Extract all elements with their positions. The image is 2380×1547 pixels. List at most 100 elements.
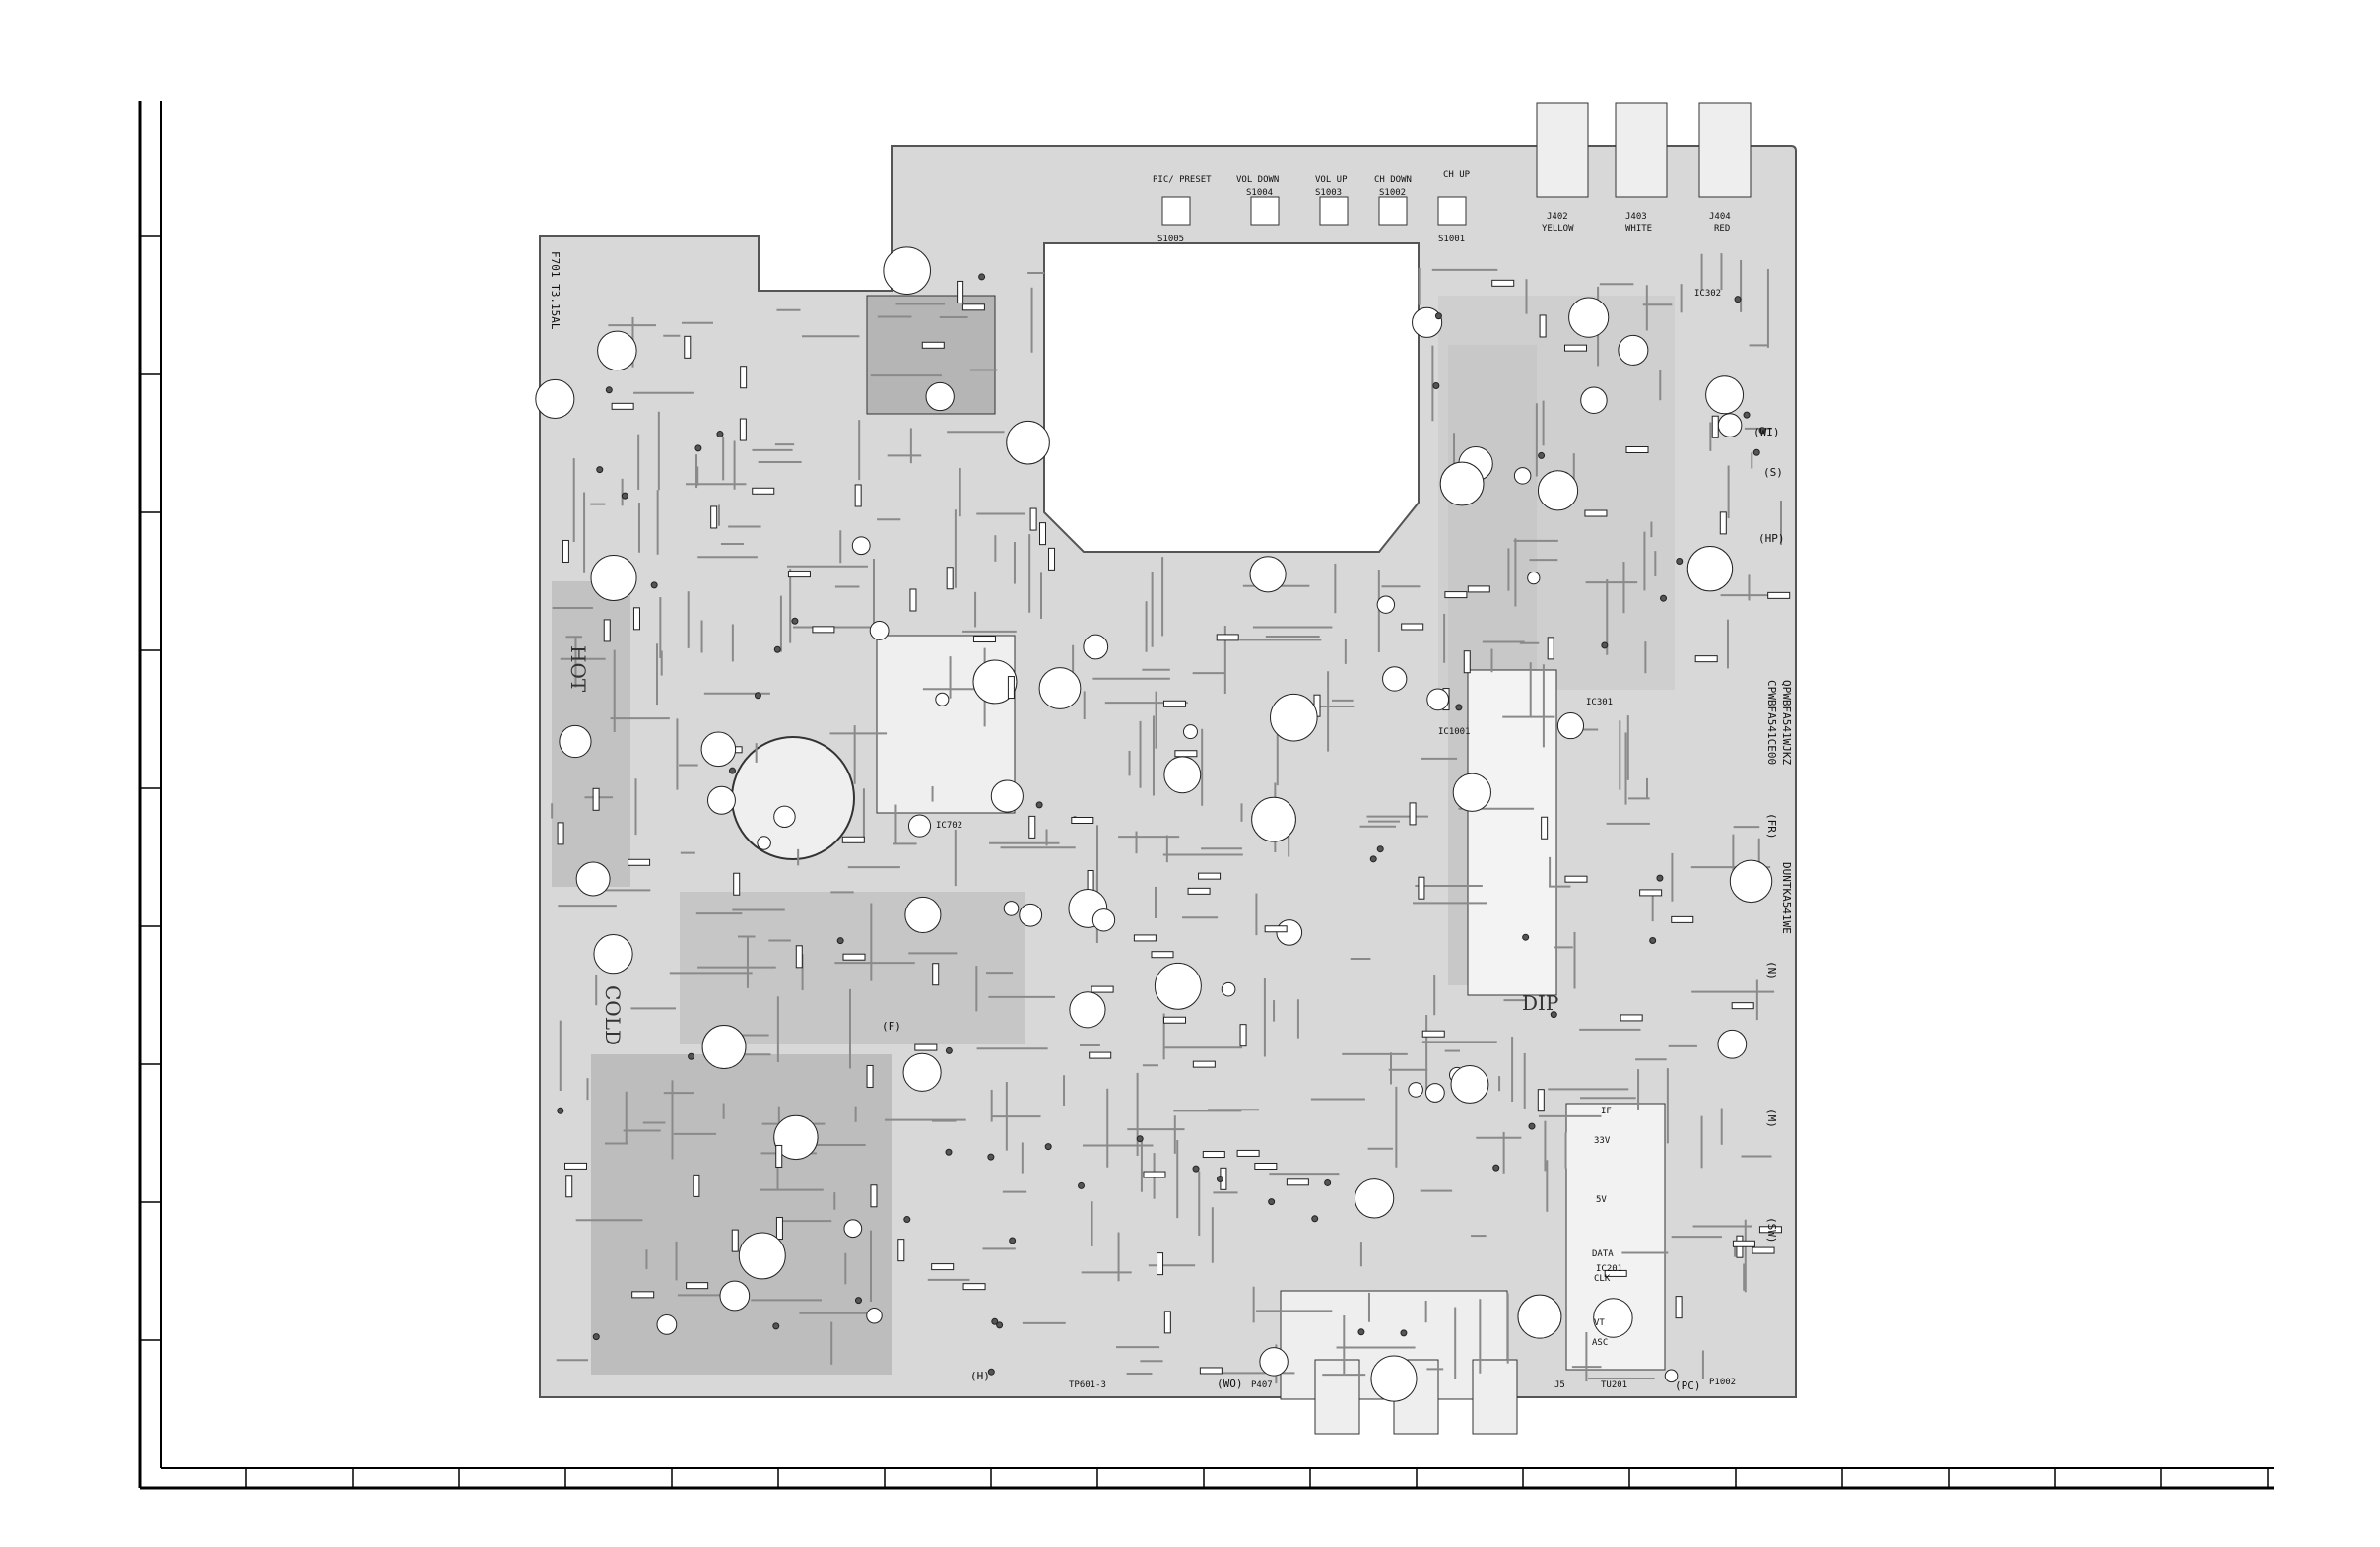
resistor xyxy=(1537,1089,1545,1112)
resistor xyxy=(1767,591,1791,599)
solder-pad xyxy=(1268,1198,1276,1206)
solder-pad xyxy=(945,1046,953,1054)
capacitor xyxy=(1154,962,1202,1010)
capacitor xyxy=(1354,1178,1395,1219)
resistor xyxy=(775,1217,783,1241)
capacitor xyxy=(1069,991,1106,1029)
solder-pad xyxy=(1734,296,1742,303)
resistor xyxy=(565,1175,573,1198)
label-s1003: S1003 xyxy=(1315,188,1342,198)
label-h: (H) xyxy=(970,1370,990,1382)
capacitor xyxy=(1221,981,1236,997)
capacitor xyxy=(883,246,931,295)
solder-pad xyxy=(1376,845,1384,853)
resistor xyxy=(841,836,865,843)
code-duntka: DUNTKA541WE xyxy=(1780,862,1793,934)
solder-pad xyxy=(1400,1329,1408,1337)
capacitor xyxy=(757,836,771,850)
capacitor xyxy=(590,554,637,601)
solder-pad xyxy=(1009,1237,1017,1244)
solder-pad xyxy=(1492,1164,1500,1172)
resistor xyxy=(1694,655,1718,663)
label-wo: (WO) xyxy=(1217,1378,1243,1390)
tuner-pin-clk: CLK xyxy=(1594,1274,1611,1284)
solder-pad xyxy=(903,1216,911,1224)
solder-pad xyxy=(978,273,986,281)
resistor xyxy=(1007,676,1015,700)
resistor xyxy=(1625,445,1649,453)
resistor xyxy=(1409,802,1417,826)
label-dip: DIP xyxy=(1522,991,1558,1015)
resistor xyxy=(870,1184,878,1208)
solder-pad xyxy=(1078,1181,1086,1189)
resistor xyxy=(1675,1296,1683,1319)
solder-pad xyxy=(1743,411,1751,419)
label-n: (N) xyxy=(1765,961,1778,980)
capacitor xyxy=(925,381,955,412)
label-vol-up: VOL UP xyxy=(1315,175,1348,185)
resistor xyxy=(1286,1178,1309,1186)
resistor xyxy=(795,945,803,969)
solder-pad xyxy=(1432,381,1440,389)
solder-pad xyxy=(688,1052,695,1060)
label-fr: (FR) xyxy=(1765,813,1778,840)
capacitor xyxy=(575,861,611,897)
capacitor xyxy=(559,724,592,759)
tuner-pin-if: IF xyxy=(1601,1107,1612,1116)
resistor xyxy=(733,872,741,896)
label-ic301: IC301 xyxy=(1586,698,1613,707)
resistor xyxy=(1604,1269,1627,1277)
solder-pad xyxy=(1550,1011,1557,1019)
label-white: WHITE xyxy=(1625,224,1652,234)
solder-pad xyxy=(987,1368,995,1376)
capacitor xyxy=(1019,903,1043,927)
board-labels: PIC/ PRESET VOL DOWN VOL UP CH DOWN CH U… xyxy=(549,170,1793,1392)
resistor xyxy=(1731,1002,1754,1010)
resistor xyxy=(962,1283,986,1291)
resistor xyxy=(1639,889,1663,897)
resistor xyxy=(842,953,866,961)
capacitor xyxy=(866,1308,883,1324)
resistor xyxy=(921,341,945,349)
resistor xyxy=(632,607,640,631)
capacitor xyxy=(700,731,737,768)
capacitor xyxy=(972,659,1018,705)
label-fuse: F701 T3.15AL xyxy=(549,251,562,330)
label-pc: (PC) xyxy=(1675,1379,1701,1392)
resistor xyxy=(693,1174,700,1197)
solder-pad xyxy=(945,1148,953,1156)
solder-pad xyxy=(1192,1165,1200,1173)
solder-pad xyxy=(1311,1215,1319,1223)
solder-pad xyxy=(1752,448,1760,456)
resistor xyxy=(957,280,964,303)
capacitor xyxy=(1376,595,1396,614)
capacitor xyxy=(1686,546,1734,592)
capacitor xyxy=(904,896,942,933)
resistor xyxy=(1752,1246,1775,1254)
capacitor xyxy=(1664,1369,1679,1383)
tuner-pin-data: DATA xyxy=(1592,1249,1614,1259)
resistor xyxy=(603,619,611,642)
label-f: (F) xyxy=(882,1020,901,1033)
solder-pad xyxy=(1656,874,1664,882)
label-vol-down: VOL DOWN xyxy=(1236,175,1279,185)
capacitor xyxy=(707,785,736,815)
resistor xyxy=(946,567,954,590)
resistor xyxy=(1039,522,1047,546)
solder-pad xyxy=(1035,801,1043,809)
capacitor xyxy=(1717,1029,1748,1059)
capacitor xyxy=(1426,688,1450,711)
resistor xyxy=(1401,623,1424,631)
capacitor xyxy=(1513,467,1532,485)
capacitor xyxy=(773,1114,819,1161)
solder-pad xyxy=(1538,451,1546,459)
resistor xyxy=(866,1064,874,1088)
label-s1005: S1005 xyxy=(1157,235,1184,244)
capacitor xyxy=(1382,666,1408,692)
capacitor xyxy=(1527,571,1541,585)
resistor xyxy=(1547,637,1554,660)
resistor xyxy=(1584,509,1608,517)
solder-pad xyxy=(1369,855,1377,863)
resistor xyxy=(686,1282,709,1290)
capacitor xyxy=(1259,1347,1289,1377)
